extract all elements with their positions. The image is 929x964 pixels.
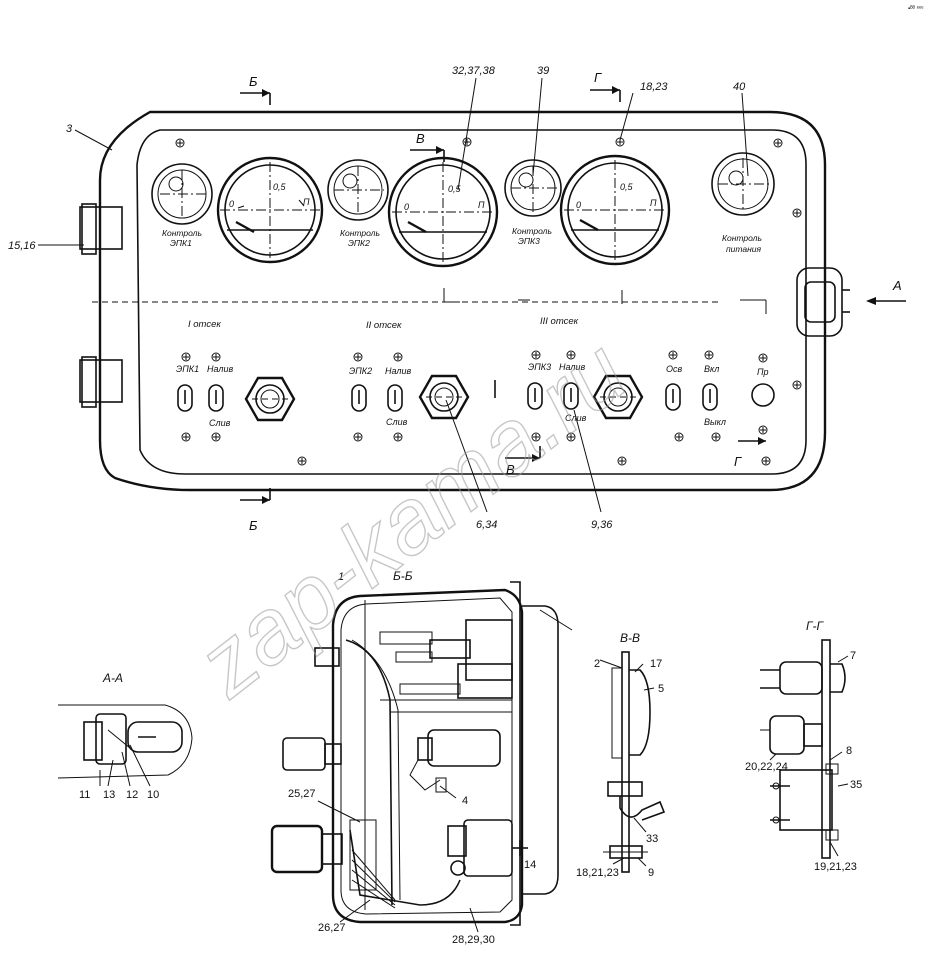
lamp-epk3-label-1: Контроль [512,226,552,236]
gauge-3-half: 0,5 [620,182,634,192]
section-vv-title: В-В [620,631,640,645]
switch-sliv2-label: Слив [386,417,408,427]
callout-9-36: 9,36 [591,519,613,531]
hinge-top [79,206,123,250]
callout-28-29-30: 28,29,30 [452,934,495,946]
lamp-epk3 [504,159,562,217]
section-mark-v-top: В [416,131,425,146]
panel-outer-frame [98,110,827,492]
gauge-1-half: 0,5 [273,182,287,192]
hex-fitting-2 [418,374,470,420]
switch-osv-label: Осв [666,364,683,374]
lamp-power [711,152,775,216]
section-bb-title: Б-Б [393,569,413,583]
gauge-2-half: 0,5 [448,184,462,194]
switch-vykl-label: Выкл [704,417,726,427]
section-vv [599,651,666,873]
callout-13: 13 [103,789,115,801]
connector-plug [796,267,843,337]
section-mark-b-top: Б [249,74,258,89]
compartment-1-label: I отсек [188,319,221,330]
callout-39: 39 [537,65,549,77]
lamp-epk1-label-1: Контроль [162,228,202,238]
gauge-3-zero: 0 [576,200,581,210]
switch-epk1-label: ЭПК1 [176,364,199,374]
callout-11: 11 [79,789,90,801]
corner-mark: ▪ᴮᴮ ᵉᵉᵉ [908,5,924,12]
callout-3: 3 [66,123,73,135]
switch-naliv3-label: Налив [559,362,585,372]
callout-2: 2 [594,658,600,670]
gauge-3-full: П [650,198,657,208]
lamp-epk1-label-2: ЭПК1 [170,238,192,248]
section-cut-marks [240,86,906,504]
callout-4: 4 [462,795,468,807]
section-mark-a: А [892,278,902,293]
lamp-epk2-label-1: Контроль [340,228,380,238]
lamp-epk1 [151,163,213,225]
switch-epk2-label: ЭПК2 [349,366,372,376]
gauge-1-full: П [303,197,310,207]
callout-18-23: 18,23 [640,81,668,93]
callout-35: 35 [850,779,862,791]
callout-10: 10 [147,789,159,801]
switch-epk3-label: ЭПК3 [528,362,551,372]
callout-25-27: 25,27 [288,788,316,800]
callout-14: 14 [524,859,536,871]
callout-18-21-23: 18,21,23 [576,867,619,879]
gauge-2-full: П [478,200,485,210]
panel-screws [175,137,802,466]
callout-8: 8 [846,745,852,757]
callout-7: 7 [850,650,856,662]
lamp-power-label-1: Контроль [722,233,762,243]
callout-32-37-38: 32,37,38 [452,65,496,77]
section-mark-g-bottom: Г [734,454,742,469]
section-aa [57,704,193,787]
callout-12: 12 [126,789,138,801]
gauge-2-zero: 0 [404,202,409,212]
section-gg [760,639,849,859]
hex-fitting-1 [244,376,296,422]
panel-front-view: Контроль ЭПК1 Контроль ЭПК2 Контроль ЭПК… [38,70,906,533]
hinge-bottom [79,359,123,403]
switch-naliv1-label: Налив [207,364,233,374]
lamp-epk2 [327,159,389,221]
gauge-1 [216,156,324,264]
hex-fitting-3 [592,374,644,420]
callout-33: 33 [646,833,658,845]
lamp-epk3-label-2: ЭПК3 [518,236,540,246]
callout-9: 9 [648,867,654,879]
callout-40: 40 [733,81,746,93]
section-bb-leaders [317,785,479,933]
callout-19-21-23: 19,21,23 [814,861,857,873]
button-pr-label: Пр [757,367,769,377]
toggle-switches [177,380,775,412]
callout-6-34: 6,34 [476,519,497,531]
compartment-3-label: III отсек [540,316,579,327]
switch-vkl-label: Вкл [704,364,719,374]
panel-inner-plate [136,129,807,475]
compartment-2-label: II отсек [366,320,402,331]
callout-5: 5 [658,683,664,695]
section-mark-b-bottom: Б [249,518,258,533]
callout-1: 1 [338,571,344,583]
gauge-3 [559,154,671,266]
section-mark-g-top: Г [594,70,602,85]
lamp-power-label-2: питания [726,244,762,254]
gauge-1-zero: 0 [229,199,234,209]
callout-17: 17 [650,658,662,670]
callout-26-27: 26,27 [318,922,346,934]
lamp-epk2-label-2: ЭПК2 [348,238,370,248]
section-mark-v-bottom: В [506,462,515,477]
section-bb [270,581,573,926]
callout-15-16: 15,16 [8,240,36,252]
leader-lines [38,77,749,513]
callout-20-22-24: 20,22,24 [745,761,788,773]
section-aa-title: А-А [102,671,123,685]
switch-naliv2-label: Налив [385,366,411,376]
gauge-2 [387,156,499,268]
switch-sliv1-label: Слив [209,418,231,428]
section-gg-title: Г-Г [806,619,825,633]
